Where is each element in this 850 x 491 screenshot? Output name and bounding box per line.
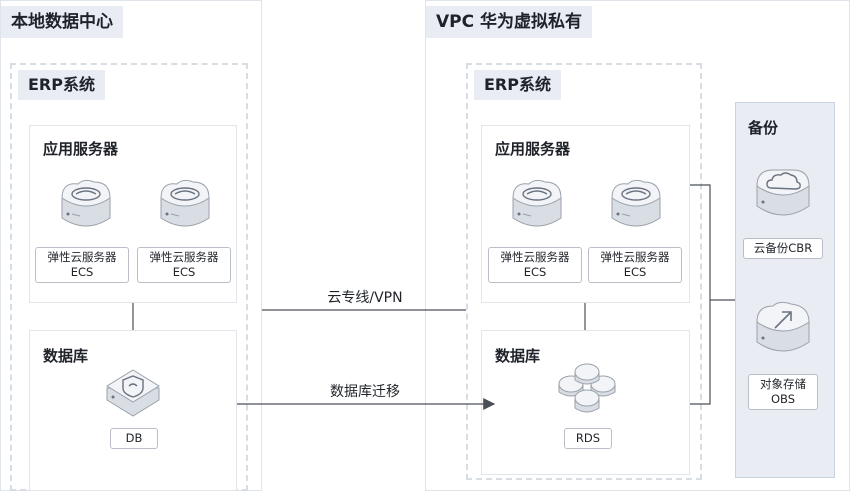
db-label-text: DB [125, 431, 143, 445]
right-erp-title: ERP系统 [474, 70, 561, 100]
right-app-title: 应用服务器 [495, 140, 571, 158]
right-rds-label: RDS [564, 428, 612, 449]
left-region-title: 本地数据中心 [1, 6, 123, 38]
ecs-label-line1: 弹性云服务器 [47, 250, 117, 264]
cbr-cloud-icon [756, 169, 810, 216]
ecs-label-line1: 弹性云服务器 [149, 250, 219, 264]
ecs-label-line2: ECS [70, 265, 94, 279]
right-erp-system: ERP系统 [466, 63, 702, 480]
cbr-label: 云备份CBR [743, 238, 823, 259]
left-db-title: 数据库 [43, 347, 89, 365]
ecs-label-line2: ECS [623, 265, 647, 279]
left-db-label: DB [110, 428, 158, 449]
obs-label-line1: 对象存储 [760, 377, 806, 391]
obs-label: 对象存储 OBS [748, 374, 818, 410]
left-ecs-label-2: 弹性云服务器 ECS [137, 247, 231, 283]
right-ecs-label-2: 弹性云服务器 ECS [588, 247, 682, 283]
ecs-server-icon [611, 179, 661, 227]
cbr-label-text: 云备份CBR [753, 241, 813, 255]
left-erp-title: ERP系统 [18, 70, 105, 100]
obs-label-line2: OBS [770, 392, 796, 406]
left-ecs-label-1: 弹性云服务器 ECS [35, 247, 129, 283]
ecs-label-line1: 弹性云服务器 [500, 250, 570, 264]
backup-title: 备份 [748, 119, 779, 137]
vpn-label: 云专线/VPN [327, 290, 403, 306]
ecs-server-icon [512, 179, 562, 227]
obs-upload-icon [756, 301, 810, 352]
migration-label: 数据库迁移 [330, 384, 400, 400]
ecs-server-icon [61, 179, 111, 227]
right-ecs-label-1: 弹性云服务器 ECS [488, 247, 582, 283]
right-region-title: VPC 华为虚拟私有 [426, 6, 593, 38]
database-icon [106, 369, 160, 417]
backup-panel: 备份 [735, 102, 835, 478]
ecs-label-line2: ECS [523, 265, 547, 279]
rds-icon [558, 363, 616, 413]
ecs-server-icon [160, 179, 210, 227]
rds-label-text: RDS [575, 431, 601, 445]
left-app-title: 应用服务器 [43, 140, 119, 158]
ecs-label-line1: 弹性云服务器 [600, 250, 670, 264]
ecs-label-line2: ECS [172, 265, 196, 279]
right-db-title: 数据库 [495, 347, 541, 365]
